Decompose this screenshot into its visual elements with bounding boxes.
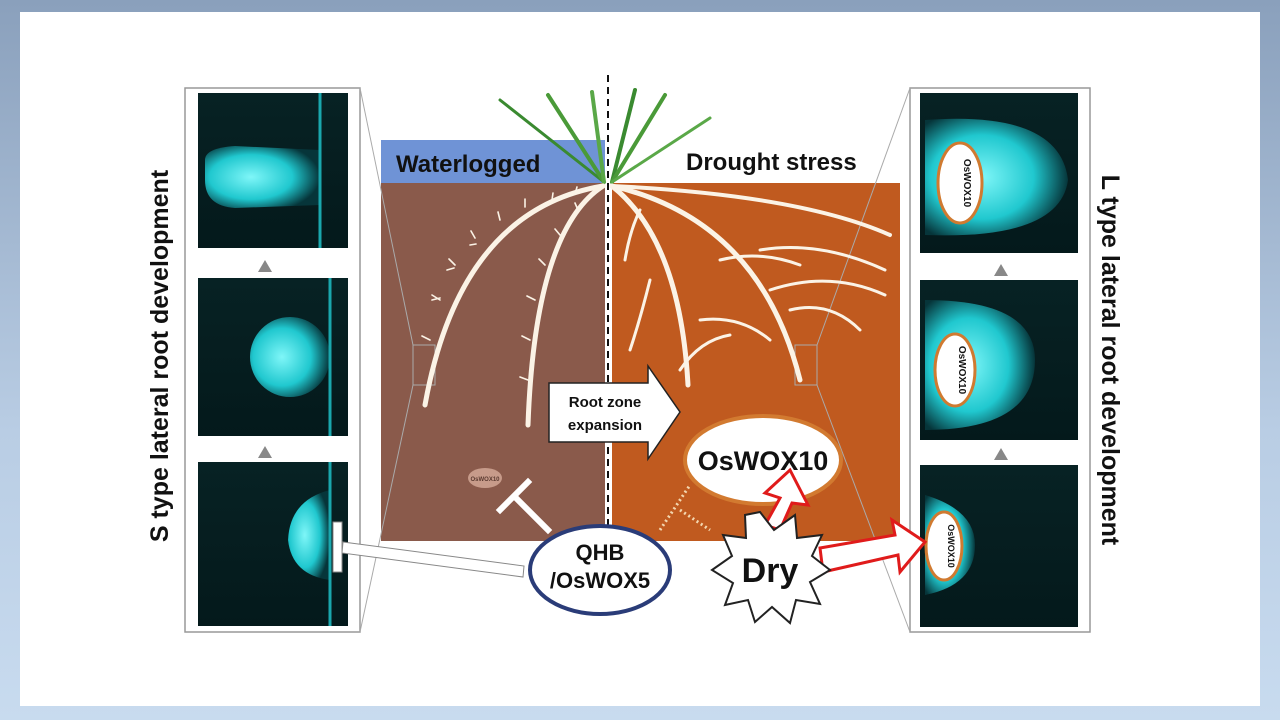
- progress-triangle-icon: [258, 260, 272, 272]
- right-title: L type lateral root development: [1096, 175, 1124, 546]
- svg-text:OsWOX10: OsWOX10: [961, 159, 972, 208]
- inhibition-symbol-left: [332, 521, 525, 578]
- water-layer: [381, 140, 605, 184]
- svg-text:Dry: Dry: [742, 552, 799, 590]
- plant-leaves: [498, 88, 712, 184]
- oswox10-small-badge: OsWOX10: [468, 468, 502, 488]
- svg-text:QHB: QHB: [576, 540, 625, 565]
- svg-text:OsWOX10: OsWOX10: [946, 524, 956, 568]
- progress-triangle-icon: [994, 264, 1008, 276]
- red-arrows: [762, 467, 928, 576]
- svg-text:/OsWOX5: /OsWOX5: [550, 568, 650, 593]
- dotted-root-icon: [658, 484, 711, 532]
- root-zone-expansion-arrow: Root zone expansion: [548, 363, 681, 462]
- qhb-oswox5-badge: QHB /OsWOX5: [528, 524, 672, 616]
- inhibition-symbol: [495, 477, 553, 535]
- oswox10-micro-label: OsWOX10 OsWOX10 OsWOX10: [924, 141, 984, 582]
- oswox10-badge: OsWOX10: [683, 414, 843, 506]
- svg-text:OsWOX10: OsWOX10: [956, 346, 967, 395]
- s-type-micrograph-panel: [184, 87, 361, 633]
- left-title: S type lateral root development: [146, 169, 174, 542]
- zoom-guide-lines: [359, 87, 911, 633]
- waterlogged-soil: [381, 183, 605, 541]
- progress-triangle-icon: [258, 446, 272, 458]
- roots: [421, 183, 892, 428]
- drought-label: Drought stress: [686, 149, 857, 176]
- waterlogged-label: Waterlogged: [396, 151, 540, 178]
- svg-text:Root zone: Root zone: [569, 394, 642, 411]
- dry-starburst: Dry: [710, 510, 832, 625]
- svg-text:OsWOX10: OsWOX10: [698, 446, 829, 476]
- l-type-micrograph-panel: OsWOX10 OsWOX10 OsWOX10: [909, 87, 1091, 633]
- progress-triangle-icon: [994, 448, 1008, 460]
- svg-text:expansion: expansion: [568, 417, 642, 434]
- svg-text:OsWOX10: OsWOX10: [470, 477, 500, 483]
